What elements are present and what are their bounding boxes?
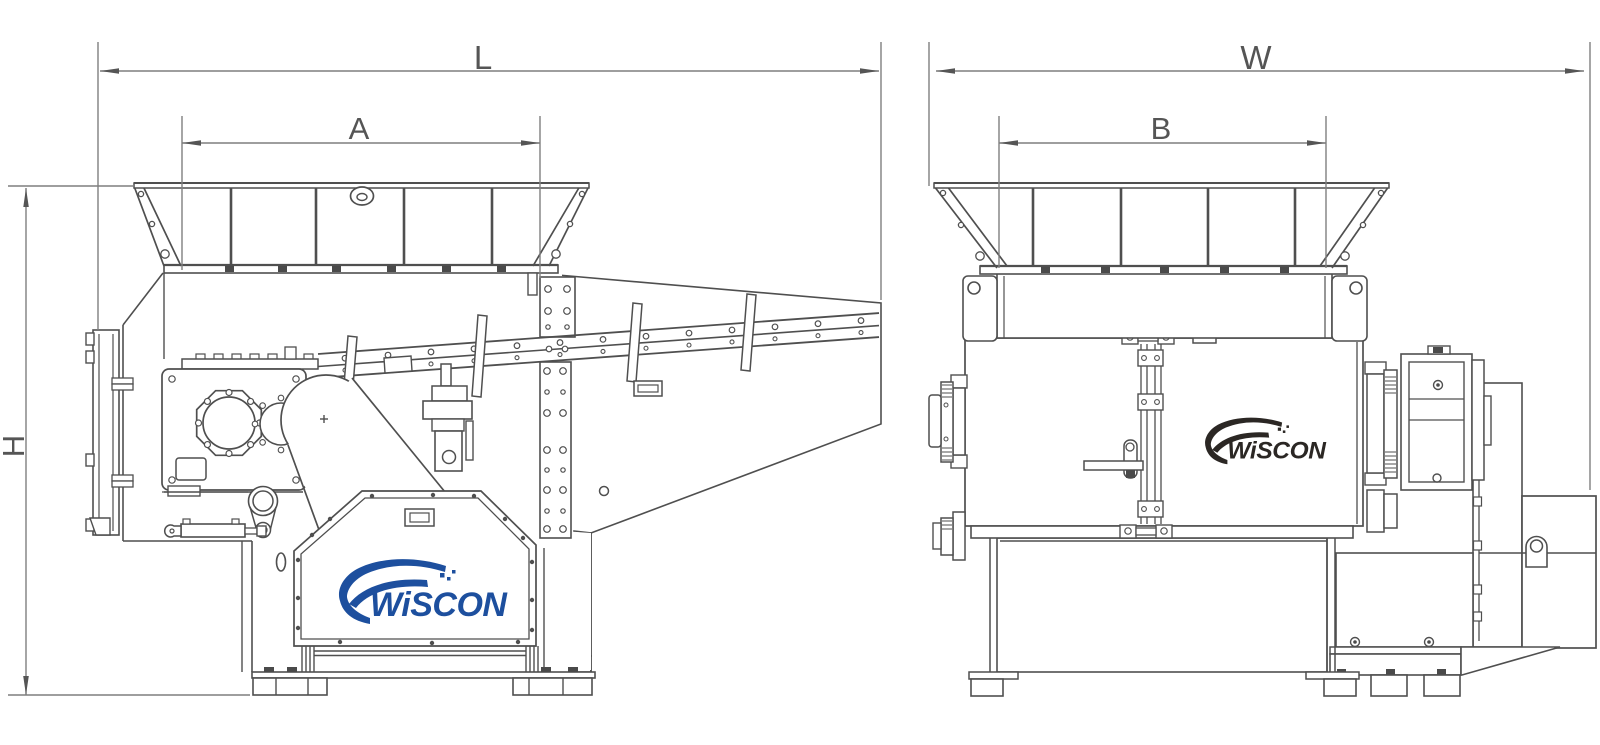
- svg-text:WiSCON: WiSCON: [370, 586, 508, 624]
- svg-text:W: W: [1240, 39, 1272, 76]
- svg-text:WiSCON: WiSCON: [1227, 438, 1327, 465]
- svg-text:A: A: [349, 111, 370, 146]
- svg-text:H: H: [0, 435, 31, 457]
- svg-text:L: L: [474, 39, 492, 76]
- svg-text:B: B: [1151, 111, 1172, 146]
